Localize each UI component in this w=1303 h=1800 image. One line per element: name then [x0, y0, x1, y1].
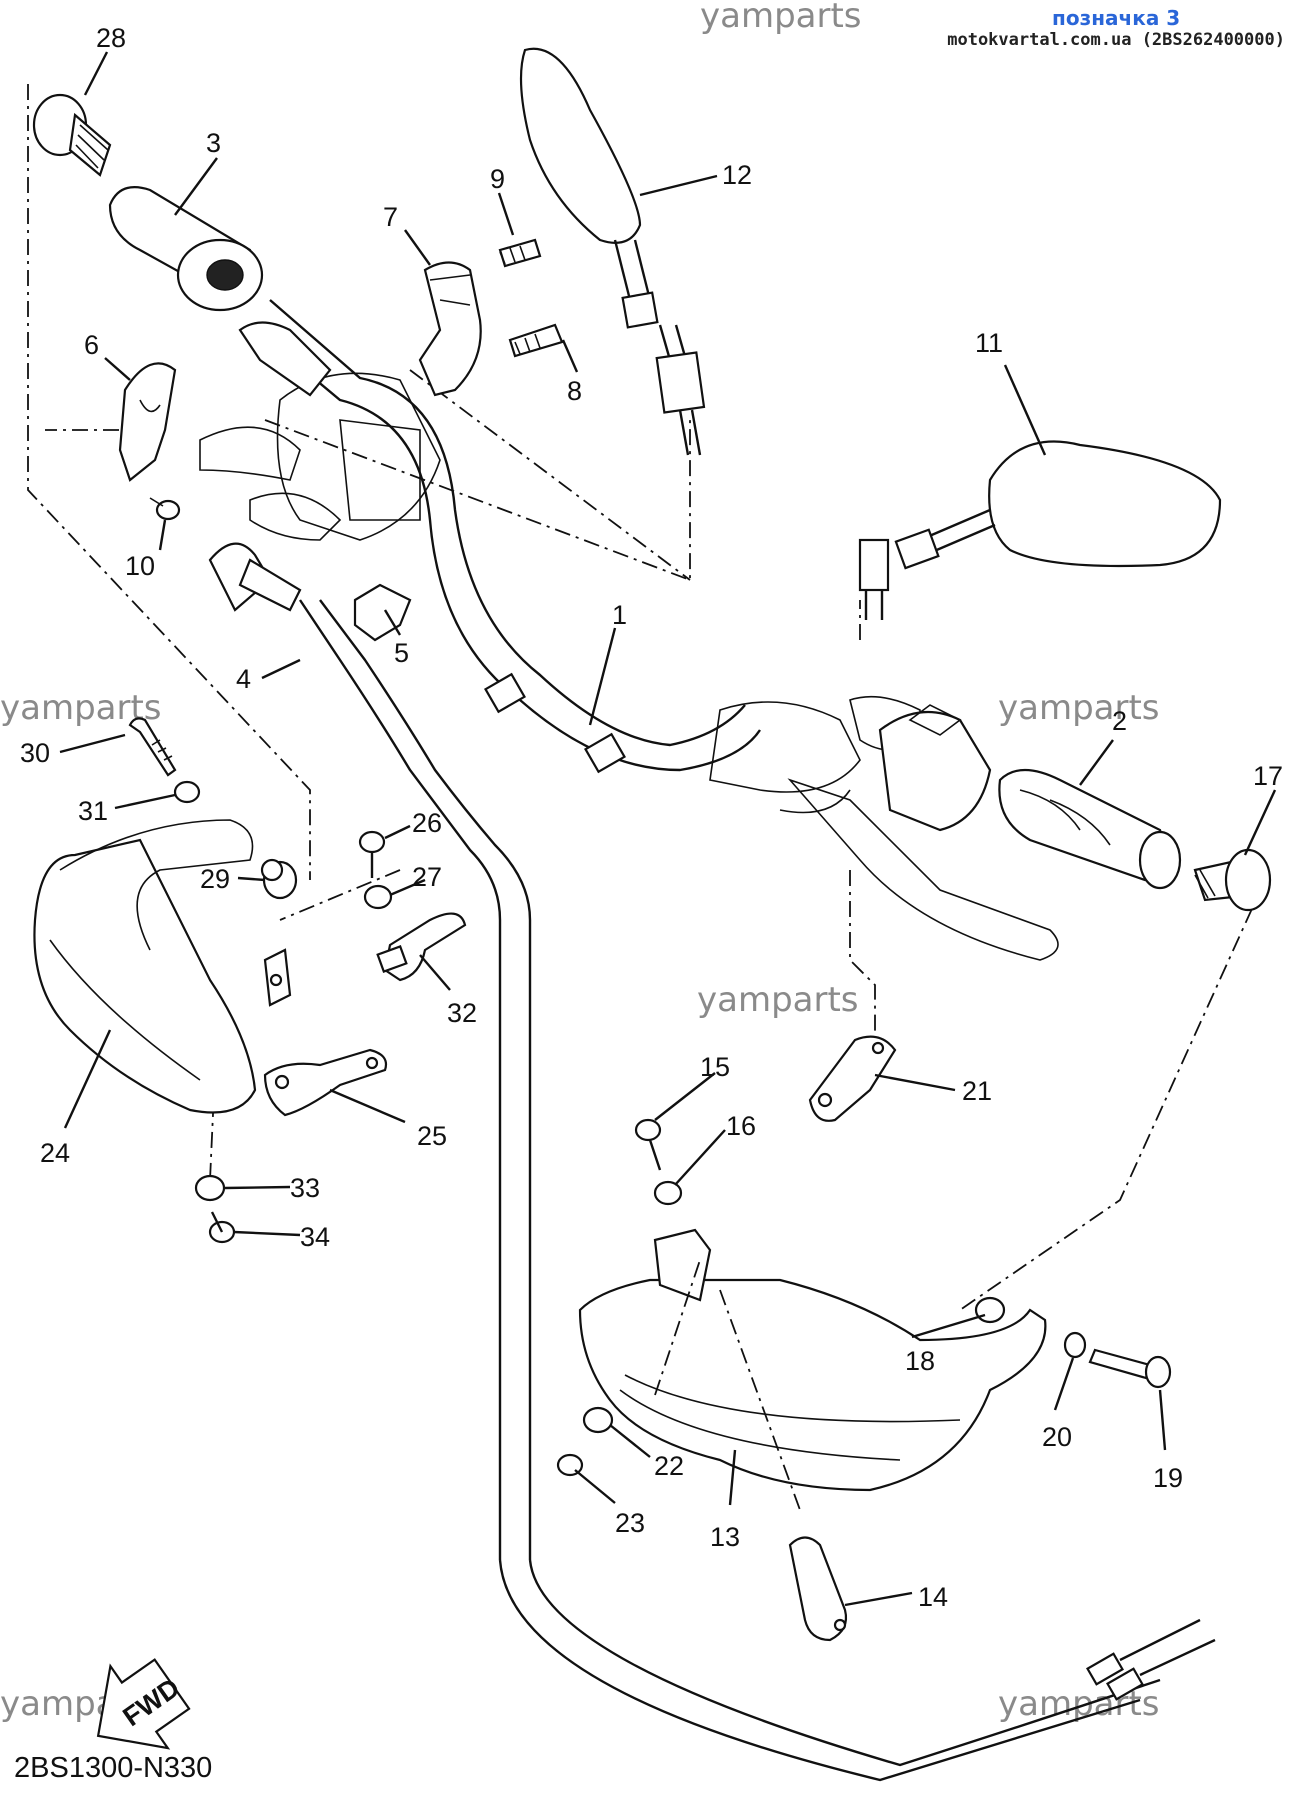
callout-25[interactable]: 25 — [417, 1121, 447, 1151]
handguard-right-part-13[interactable] — [578, 1228, 1047, 1511]
bracket-part-32[interactable] — [376, 912, 467, 982]
header-site[interactable]: motokvartal.com.ua (2BS262400000) — [947, 30, 1285, 50]
watermark-mid: yamparts — [697, 980, 859, 1020]
header-tag[interactable]: позначка 3 — [1052, 6, 1181, 30]
callout-7[interactable]: 7 — [383, 202, 398, 232]
callout-24[interactable]: 24 — [40, 1138, 70, 1168]
callout-26[interactable]: 26 — [412, 808, 442, 838]
callout-18[interactable]: 18 — [905, 1346, 935, 1376]
screw-part-15[interactable] — [634, 1118, 662, 1171]
screw-part-34[interactable] — [208, 1211, 236, 1244]
callout-5[interactable]: 5 — [394, 638, 409, 668]
bracket-part-14[interactable] — [788, 1536, 848, 1642]
bolt-part-30[interactable] — [128, 717, 177, 777]
callout-28[interactable]: 28 — [96, 23, 126, 53]
screw-part-8[interactable] — [508, 323, 564, 358]
callout-31[interactable]: 31 — [78, 796, 108, 826]
callout-27[interactable]: 27 — [412, 862, 442, 892]
leader-lines — [59, 51, 1277, 1607]
watermark-top: yamparts — [700, 0, 862, 36]
holder-part-6[interactable] — [118, 362, 177, 482]
callout-32[interactable]: 32 — [447, 998, 477, 1028]
callout-33[interactable]: 33 — [290, 1173, 320, 1203]
callout-14[interactable]: 14 — [918, 1582, 948, 1612]
left-switch-assembly — [199, 372, 441, 541]
washer-part-31[interactable] — [173, 780, 201, 804]
callout-3[interactable]: 3 — [206, 128, 221, 158]
screw-part-9[interactable] — [498, 238, 542, 268]
callout-10[interactable]: 10 — [125, 551, 155, 581]
callout-29[interactable]: 29 — [200, 864, 230, 894]
callout-4[interactable]: 4 — [236, 664, 251, 694]
collar-part-18[interactable] — [974, 1296, 1006, 1324]
grip-end-left-part-28[interactable] — [32, 93, 112, 177]
callout-34[interactable]: 34 — [300, 1222, 330, 1252]
grommet-part-29[interactable] — [260, 858, 298, 900]
handguard-left-part-24[interactable] — [33, 819, 257, 1114]
callout-6[interactable]: 6 — [84, 330, 99, 360]
diagram-code: 2BS1300-N330 — [14, 1752, 213, 1784]
callout-2[interactable]: 2 — [1112, 706, 1127, 736]
callout-13[interactable]: 13 — [710, 1522, 740, 1552]
screw-part-10[interactable] — [149, 497, 181, 521]
callout-16[interactable]: 16 — [726, 1111, 756, 1141]
bracket-part-21[interactable] — [808, 1035, 897, 1122]
throttle-cable-part-4[interactable] — [208, 542, 1216, 1782]
grip-end-right-part-17[interactable] — [1193, 848, 1272, 912]
throttle-tube — [238, 321, 332, 397]
callout-numbers: 28 3 9 7 12 8 6 11 10 1 5 4 2 17 30 31 2… — [20, 23, 1283, 1612]
bolt-part-19[interactable] — [1088, 1348, 1172, 1389]
callout-17[interactable]: 17 — [1253, 761, 1283, 791]
washer-part-20[interactable] — [1063, 1331, 1087, 1359]
grommet-part-33[interactable] — [194, 1174, 226, 1202]
grip-left-part-3[interactable] — [108, 186, 264, 312]
bracket-part-25[interactable] — [263, 1048, 388, 1117]
callout-15[interactable]: 15 — [700, 1052, 730, 1082]
header-block: позначка 3 motokvartal.com.ua (2BS262400… — [947, 6, 1285, 50]
callout-30[interactable]: 30 — [20, 738, 50, 768]
bracket-plate-left — [263, 948, 292, 1007]
assembly-guide-lines — [27, 84, 1266, 1311]
callout-23[interactable]: 23 — [615, 1508, 645, 1538]
watermark-right: yamparts — [998, 688, 1160, 728]
mirror-left-part-12[interactable] — [519, 47, 706, 456]
callout-8[interactable]: 8 — [567, 376, 582, 406]
grommet-part-22[interactable] — [582, 1406, 614, 1434]
callout-19[interactable]: 19 — [1153, 1463, 1183, 1493]
callout-1[interactable]: 1 — [612, 600, 627, 630]
collar-part-16[interactable] — [653, 1180, 683, 1206]
screw-part-26[interactable] — [358, 830, 386, 878]
grip-right-part-2[interactable] — [998, 769, 1182, 890]
callout-21[interactable]: 21 — [962, 1076, 992, 1106]
callout-12[interactable]: 12 — [722, 160, 752, 190]
cable-guide-part-5[interactable] — [353, 583, 412, 642]
right-switch-assembly — [709, 695, 1059, 961]
handlebar-part-1[interactable] — [249, 299, 761, 774]
callout-11[interactable]: 11 — [975, 328, 1003, 358]
callout-20[interactable]: 20 — [1042, 1422, 1072, 1452]
collar-part-27[interactable] — [363, 884, 393, 910]
callout-9[interactable]: 9 — [490, 164, 505, 194]
mirror-right-part-11[interactable] — [858, 440, 1222, 620]
holder-part-7[interactable] — [418, 261, 482, 397]
callout-22[interactable]: 22 — [654, 1451, 684, 1481]
